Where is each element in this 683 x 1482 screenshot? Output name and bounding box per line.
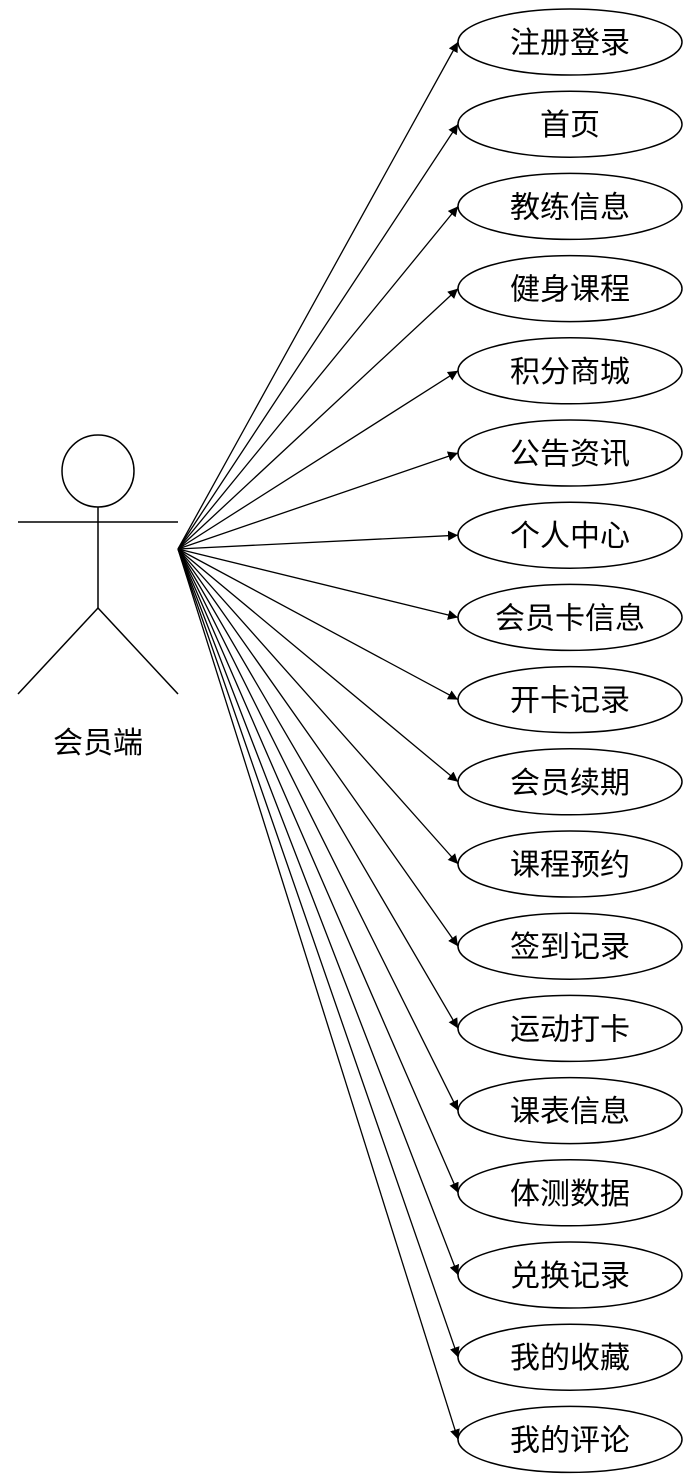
use-case: 运动打卡 xyxy=(457,994,683,1063)
use-case: 健身课程 xyxy=(457,254,683,323)
use-case-ellipse xyxy=(457,748,683,816)
use-case-ellipse xyxy=(457,8,683,76)
association-arrow xyxy=(177,548,459,1194)
use-case: 我的收藏 xyxy=(457,1323,683,1391)
actor: 会员端 xyxy=(17,434,179,761)
association-arrow xyxy=(177,451,459,550)
use-case: 课表信息 xyxy=(457,1076,683,1145)
use-case-list: 注册登录首页教练信息健身课程积分商城公告资讯个人中心会员卡信息开卡记录会员续期课… xyxy=(177,8,683,1474)
use-case-ellipse xyxy=(457,254,683,323)
use-case-ellipse xyxy=(457,994,683,1063)
use-case-ellipse xyxy=(457,172,683,241)
use-case-label: 签到记录 xyxy=(510,930,630,965)
association-arrow xyxy=(177,548,459,865)
association-arrow xyxy=(177,548,460,1276)
use-case: 首页 xyxy=(457,90,683,158)
use-case-label: 教练信息 xyxy=(510,190,630,225)
actor-right-leg xyxy=(97,607,179,695)
use-case-ellipse xyxy=(457,1076,683,1145)
use-case-ellipse xyxy=(457,1405,683,1474)
association-arrow xyxy=(177,548,459,701)
use-case: 公告资讯 xyxy=(457,419,683,487)
use-case-label: 健身课程 xyxy=(510,273,630,308)
use-case: 积分商城 xyxy=(457,337,683,405)
use-case: 会员卡信息 xyxy=(457,583,683,652)
use-case: 课程预约 xyxy=(457,830,683,898)
association-arrow xyxy=(177,288,459,550)
use-case-label: 我的收藏 xyxy=(510,1341,630,1376)
use-case-label: 会员卡信息 xyxy=(495,601,645,636)
use-case-ellipse xyxy=(457,583,683,652)
use-case: 兑换记录 xyxy=(457,1241,683,1309)
use-case-label: 注册登录 xyxy=(510,26,630,61)
use-case-label: 公告资讯 xyxy=(510,437,630,472)
association-arrow xyxy=(177,548,459,1029)
use-case: 注册登录 xyxy=(457,8,683,76)
use-case-label: 开卡记录 xyxy=(510,684,630,719)
actor-head xyxy=(61,434,135,508)
use-case-ellipse xyxy=(457,1241,683,1309)
use-case-ellipse xyxy=(457,501,683,569)
use-case-label: 会员续期 xyxy=(510,766,630,801)
use-case-ellipse xyxy=(457,912,683,980)
association-arrow xyxy=(177,123,459,550)
use-case: 签到记录 xyxy=(457,912,683,980)
association-arrow xyxy=(177,548,460,1358)
use-case: 会员续期 xyxy=(457,748,683,816)
use-case-label: 首页 xyxy=(540,108,600,143)
association-arrow xyxy=(177,548,459,1111)
use-case-label: 课程预约 xyxy=(510,848,630,883)
use-case-label: 运动打卡 xyxy=(510,1012,630,1047)
actor-label: 会员端 xyxy=(53,726,143,761)
use-case: 我的评论 xyxy=(457,1405,683,1474)
use-case-label: 兑换记录 xyxy=(510,1259,630,1294)
actor-left-leg xyxy=(17,607,99,695)
association-arrow xyxy=(177,548,459,947)
use-case: 教练信息 xyxy=(457,172,683,241)
use-case: 体测数据 xyxy=(457,1159,683,1227)
use-case: 开卡记录 xyxy=(457,665,683,734)
use-case: 个人中心 xyxy=(457,501,683,569)
association-arrow xyxy=(177,548,459,620)
association-arrow xyxy=(177,548,460,1440)
association-arrow xyxy=(177,205,459,550)
use-case-ellipse xyxy=(457,830,683,898)
use-case-label: 我的评论 xyxy=(510,1423,630,1458)
use-case-ellipse xyxy=(457,419,683,487)
use-case-ellipse xyxy=(457,665,683,734)
use-case-label: 课表信息 xyxy=(510,1095,630,1130)
association-arrow xyxy=(177,41,459,550)
use-case-label: 体测数据 xyxy=(510,1177,630,1212)
use-case-label: 积分商城 xyxy=(510,355,630,390)
association-arrow xyxy=(177,548,459,783)
use-case-ellipse xyxy=(457,1323,683,1391)
use-case-label: 个人中心 xyxy=(510,519,630,554)
association-arrow xyxy=(177,530,459,550)
use-case-ellipse xyxy=(457,90,683,158)
use-case-ellipse xyxy=(457,1159,683,1227)
use-case-ellipse xyxy=(457,337,683,405)
association-arrow xyxy=(177,370,459,550)
